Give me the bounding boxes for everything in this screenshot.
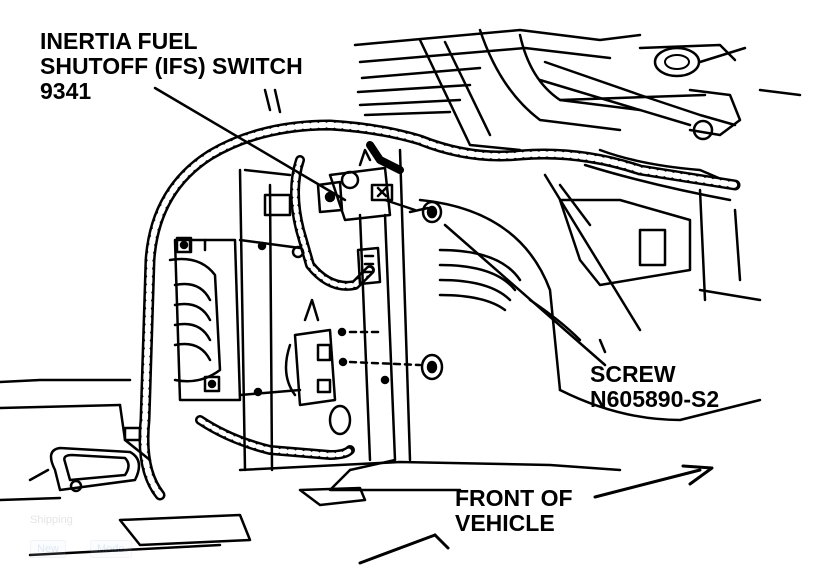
floor-area [0, 378, 622, 557]
lower-relay [284, 298, 444, 436]
ifs-switch [316, 148, 417, 222]
front-arrows [358, 464, 714, 565]
ghost-status-text: Shipping [30, 514, 73, 526]
panel-lines [238, 148, 762, 472]
ifs-switch-label: INERTIA FUEL SHUTOFF (IFS) SWITCH 9341 [40, 29, 303, 104]
front-label-line1: FRONT OF [455, 485, 573, 511]
ghost-toolbar: Shipping New Mode [22, 508, 422, 564]
ifs-label-line1: INERTIA FUEL [40, 28, 198, 54]
front-label-line2: VEHICLE [455, 510, 555, 536]
side-bracket [168, 236, 305, 402]
callout-leaders [153, 86, 607, 367]
screw-label: SCREW N605890-S2 [590, 362, 719, 412]
ghost-new-button[interactable]: New [30, 540, 67, 558]
screw-label-line1: SCREW [590, 361, 676, 387]
ifs-label-line2: SHUTOFF (IFS) SWITCH [40, 53, 303, 79]
connector [356, 246, 382, 286]
ifs-screw [408, 200, 443, 224]
front-of-vehicle-label: FRONT OF VEHICLE [455, 486, 573, 536]
wire-harness [138, 119, 741, 501]
roof-structure [353, 28, 802, 332]
screw-part-number: N605890-S2 [590, 386, 720, 412]
ifs-part-number: 9341 [40, 78, 92, 104]
ghost-mode-button[interactable]: Mode [90, 540, 132, 558]
